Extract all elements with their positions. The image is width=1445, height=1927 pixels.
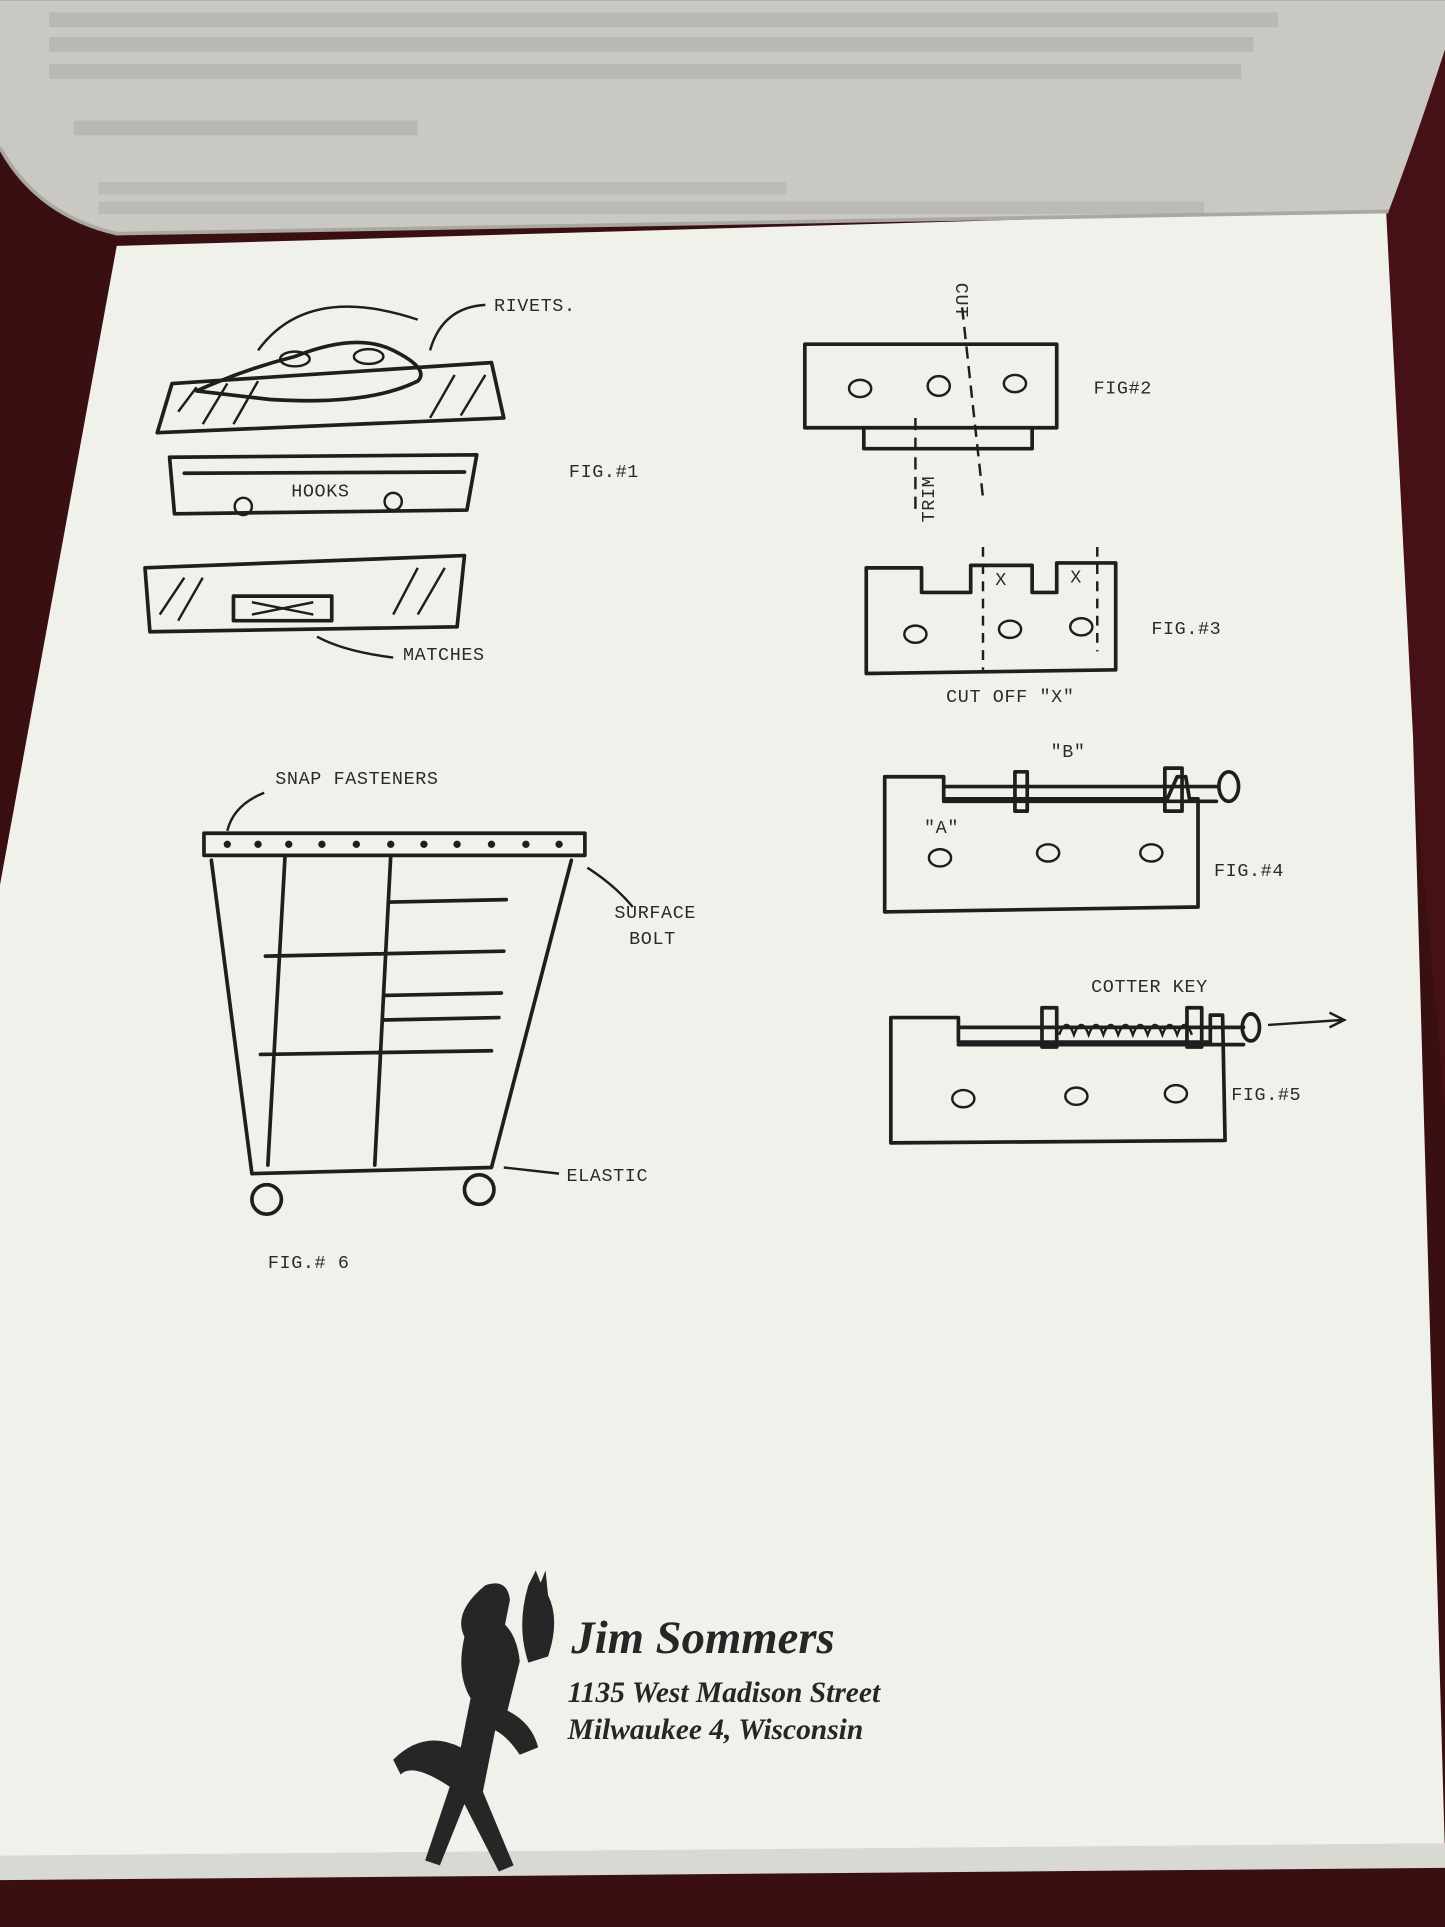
surface-label: SURFACE (614, 903, 696, 924)
bolt-label: BOLT (629, 929, 676, 950)
letterhead-name: Jim Sommers (570, 1612, 834, 1664)
snap-fasteners-label: SNAP FASTENERS (275, 769, 438, 790)
cotter-key-label: COTTER KEY (1091, 977, 1208, 998)
page (0, 209, 1445, 1868)
cut-label: CUT (950, 283, 971, 318)
letterhead-address-line2: Milwaukee 4, Wisconsin (567, 1714, 864, 1746)
b-label: "B" (1051, 742, 1086, 763)
matches-label: MATCHES (403, 645, 485, 666)
curled-previous-page (0, 0, 1445, 234)
svg-text:X: X (995, 570, 1007, 591)
fig4-label: FIG.#4 (1214, 861, 1284, 882)
hooks-label: HOOKS (291, 482, 349, 503)
svg-text:X: X (1070, 568, 1082, 589)
elastic-label: ELASTIC (566, 1166, 648, 1187)
rivets-label: RIVETS. (494, 296, 576, 317)
letterhead-address-line1: 1135 West Madison Street (568, 1677, 881, 1709)
letterhead: Jim Sommers 1135 West Madison Street Mil… (393, 1570, 881, 1872)
trim-label: TRIM (919, 476, 940, 523)
figure-2: CUT TRIM FIG#2 (802, 283, 1152, 523)
figure-6: SNAP FASTENERS SURFACE BOLT ELASTIC FIG.… (202, 769, 696, 1274)
fig6-label: FIG.# 6 (268, 1253, 350, 1274)
figure-3: X X FIG.#3 CUT OFF "X" (864, 546, 1221, 708)
fig2-label: FIG#2 (1094, 378, 1152, 399)
a-label: "A" (924, 818, 959, 839)
bleed-through-text (49, 12, 1278, 214)
figure-1: RIVETS. HOOKS FIG.#1 MATCHES (143, 296, 639, 666)
fig3-label: FIG.#3 (1151, 619, 1221, 640)
figure-4: "B" "A" FIG.#4 (882, 742, 1284, 914)
cut-off-caption: CUT OFF "X" (946, 687, 1074, 708)
fig1-label: FIG.#1 (569, 462, 639, 483)
fig5-label: FIG.#5 (1231, 1085, 1301, 1106)
magician-logo (393, 1570, 555, 1872)
figure-5: COTTER KEY FIG.#5 (888, 977, 1347, 1145)
